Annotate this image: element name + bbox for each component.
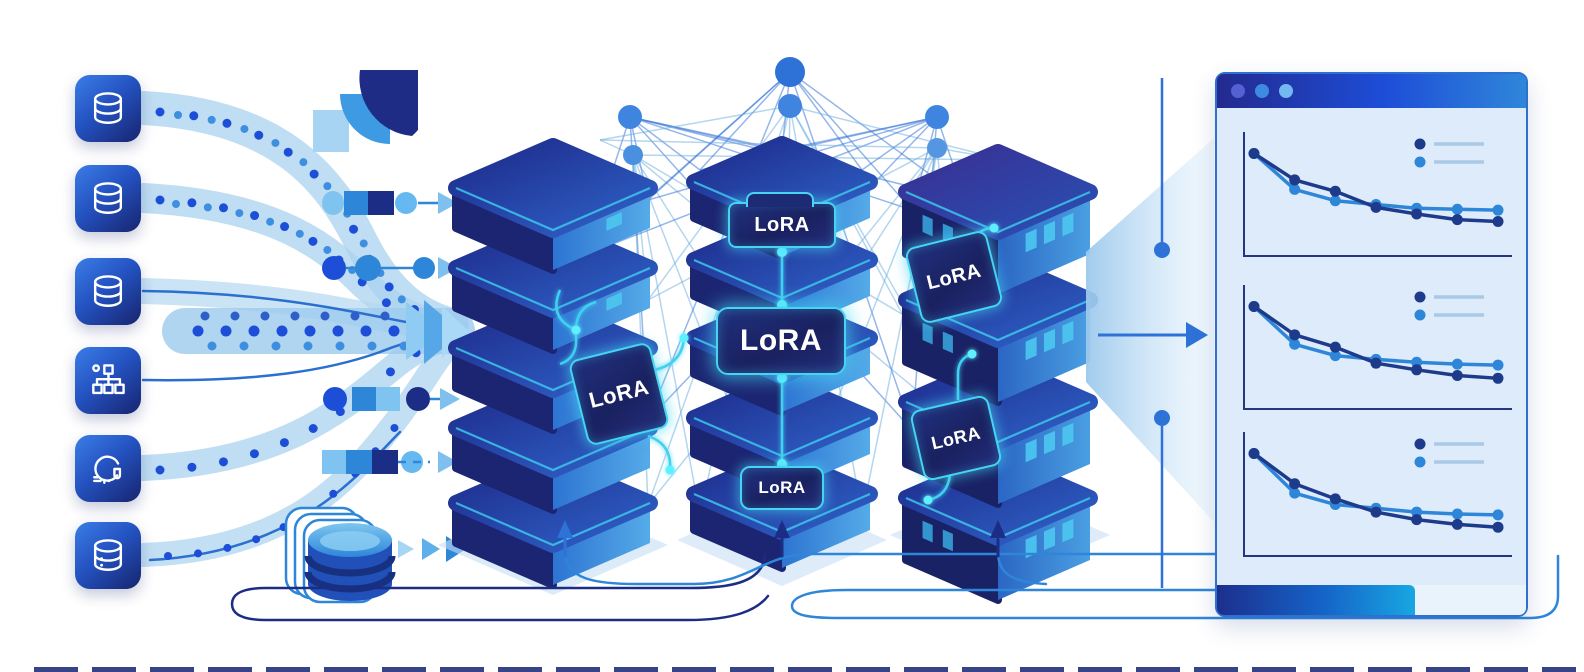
window-footer-rest	[1414, 585, 1526, 615]
token-row-2	[322, 255, 458, 281]
lora-badge-stack2-center: LoRA	[716, 307, 846, 375]
chart-svg	[1243, 285, 1512, 410]
database-icon	[86, 270, 130, 314]
legend-dot	[1414, 138, 1426, 150]
token-rows	[322, 191, 460, 474]
lora-badge-stack2-top: LoRA	[728, 192, 836, 248]
stack-slab	[448, 138, 658, 274]
source-tile-1	[75, 75, 141, 142]
token-row-1	[322, 191, 458, 215]
window-footer	[1217, 585, 1526, 615]
lora-badge-label: LoRA	[929, 422, 983, 453]
legend-dot	[1414, 456, 1426, 468]
database-icon	[86, 87, 130, 131]
legend-dot	[1414, 309, 1426, 321]
loop-up-arrows	[557, 520, 1006, 558]
lora-badge-label: LoRA	[740, 324, 822, 357]
lora-badge-label: LoRA	[754, 213, 810, 236]
beam-arrowhead	[1186, 322, 1208, 348]
hierarchy-icon	[86, 359, 130, 403]
window-control-dot	[1231, 84, 1245, 98]
results-window	[1215, 72, 1528, 617]
source-tile-4	[75, 347, 141, 414]
lora-badge-label: LoRA	[758, 478, 806, 497]
gauge-icon	[86, 447, 130, 491]
chart-svg	[1243, 132, 1512, 257]
lora-badge-label: LoRA	[924, 259, 984, 294]
output-beam	[1086, 78, 1214, 588]
window-footer-accent-bar	[1217, 585, 1415, 615]
token-row-3	[323, 387, 460, 411]
window-control-dot	[1255, 84, 1269, 98]
bottom-dashed-divider	[34, 667, 1576, 672]
source-tile-6	[75, 522, 141, 589]
source-tile-3	[75, 258, 141, 325]
source-tile-5	[75, 435, 141, 502]
training-curve-chart-1	[1230, 126, 1516, 266]
window-titlebar	[1217, 74, 1526, 108]
training-curve-chart-2	[1230, 279, 1516, 419]
training-curve-chart-3	[1230, 426, 1516, 566]
coins-stack	[284, 506, 466, 604]
window-control-dot	[1279, 84, 1293, 98]
database-icon	[86, 177, 130, 221]
lora-badge-stack2-bottom: LoRA	[740, 466, 824, 510]
database-dots-icon	[86, 534, 130, 578]
decor-shapes	[313, 70, 418, 152]
legend-dot	[1414, 438, 1426, 450]
legend-dot	[1414, 156, 1426, 168]
source-tile-2	[75, 165, 141, 232]
legend-dot	[1414, 291, 1426, 303]
flow-streams	[126, 91, 475, 567]
token-row-4	[322, 450, 458, 474]
lora-badge-label: LoRA	[586, 374, 652, 413]
chart-svg	[1243, 432, 1512, 557]
